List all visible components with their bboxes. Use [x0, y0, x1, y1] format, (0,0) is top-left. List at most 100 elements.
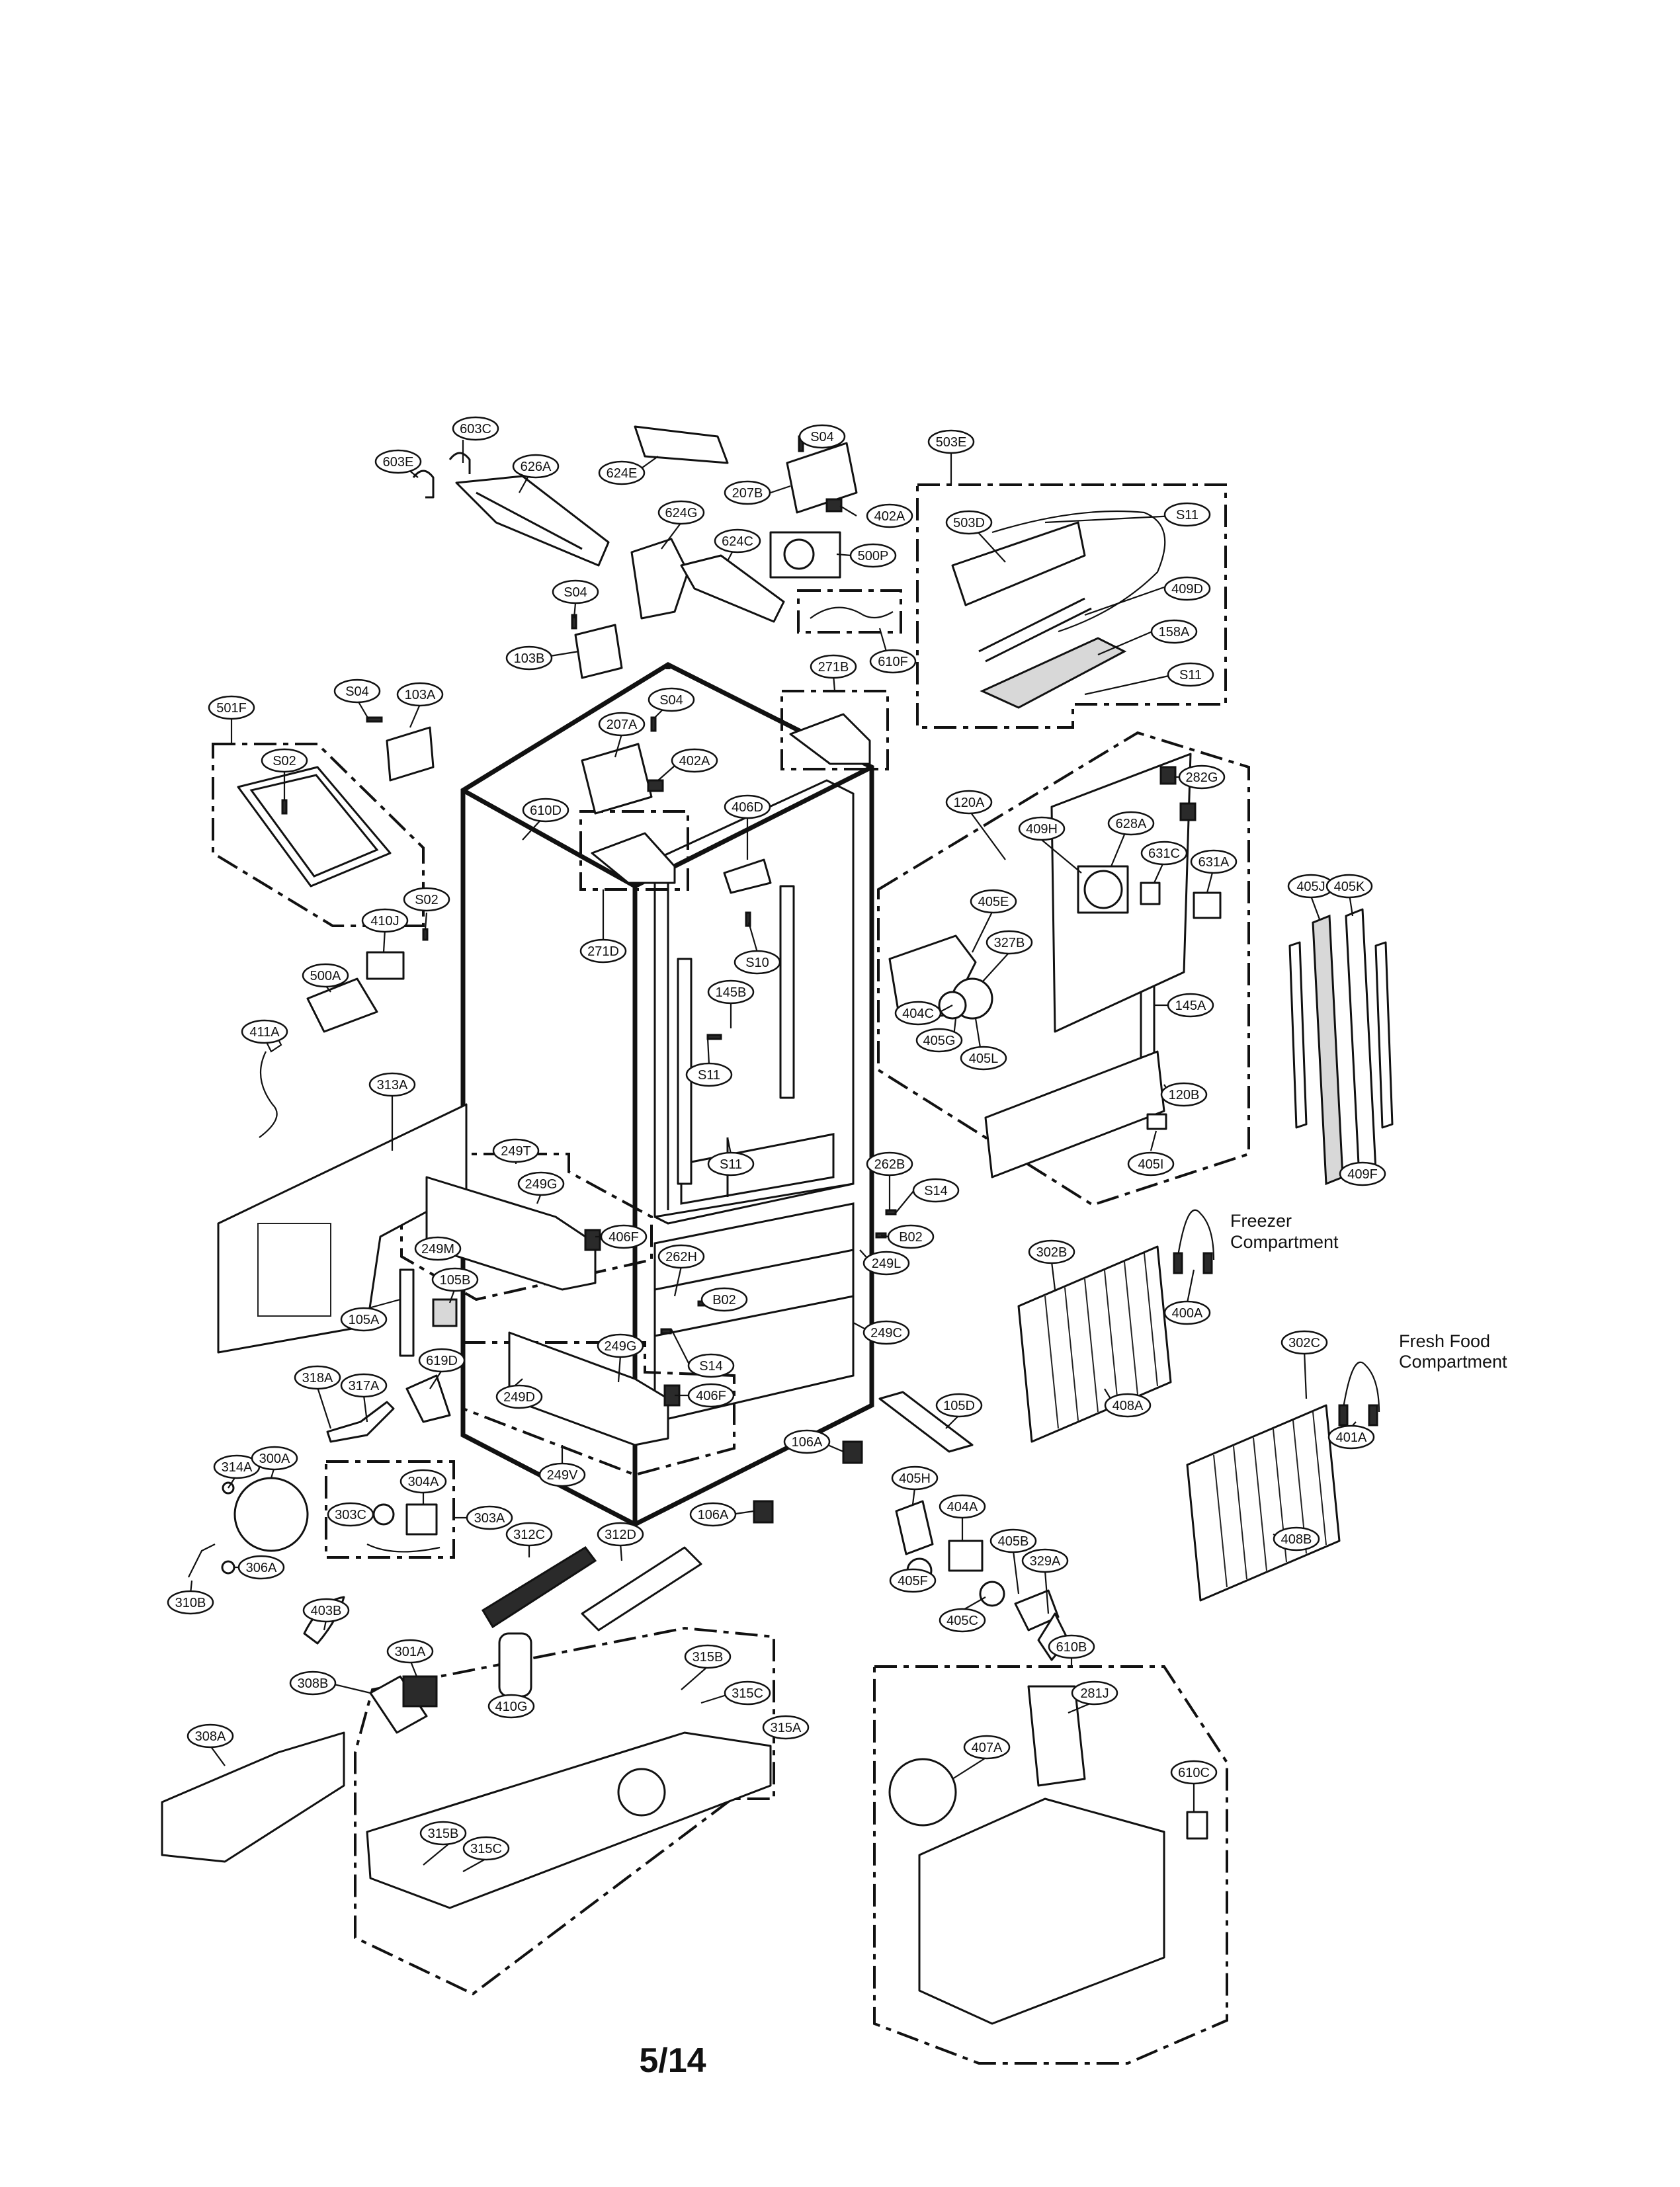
callout-249d: 249D — [495, 1384, 543, 1409]
compartment-notes: Freezer Compartment Fresh Food Compartme… — [1230, 1211, 1507, 1372]
callout-302c: 302C — [1281, 1330, 1328, 1355]
callout-312d: 312D — [597, 1522, 644, 1547]
callout-bubble — [986, 930, 1033, 955]
part-106a-front — [842, 1440, 863, 1464]
callout-label: 106A — [792, 1435, 823, 1450]
part-405c — [979, 1581, 1005, 1607]
callout-105a: 105A — [340, 1307, 388, 1332]
callout-624e: 624E — [598, 460, 646, 485]
callout-317a: 317A — [340, 1373, 388, 1398]
callout-bubble — [208, 695, 255, 720]
callout-bubble — [1107, 811, 1155, 836]
callout-label: 626A — [521, 460, 552, 474]
callout-s02: S02 — [403, 887, 450, 912]
callout-b02: B02 — [887, 1224, 935, 1249]
part-626a — [455, 475, 610, 567]
parts-artwork — [161, 425, 1394, 2025]
callout-bubble — [963, 1735, 1011, 1760]
callout-249v: 249V — [538, 1462, 586, 1487]
callout-bubble — [597, 1522, 644, 1547]
callout-bubble — [302, 1598, 350, 1623]
callout-405g: 405G — [915, 1028, 963, 1053]
callout-bubble — [522, 798, 569, 823]
part-310b — [188, 1544, 216, 1578]
callout-bubble — [302, 963, 349, 988]
callout-271b: 271B — [810, 654, 857, 679]
callout-label: 249T — [501, 1144, 531, 1159]
part-405i — [1146, 1113, 1167, 1130]
callout-402a: 402A — [866, 503, 913, 528]
callout-label: 405I — [1138, 1157, 1164, 1172]
part-145a-inner — [779, 885, 795, 1099]
callout-301a: 301A — [386, 1639, 434, 1664]
callout-406d: 406D — [724, 794, 771, 819]
callout-500a: 500A — [302, 963, 349, 988]
callout-label: S02 — [273, 754, 296, 768]
callout-label: 105D — [943, 1399, 975, 1413]
callout-bubble — [512, 454, 560, 479]
part-105d — [878, 1391, 974, 1453]
callout-bubble — [1163, 1300, 1211, 1325]
callout-label: 405K — [1334, 880, 1365, 894]
callout-103b: 103B — [505, 645, 553, 671]
callout-bubble — [927, 429, 975, 454]
callout-249m: 249M — [414, 1236, 462, 1261]
callout-bubble — [648, 687, 695, 712]
callout-404a: 404A — [939, 1494, 986, 1519]
callout-bubble — [462, 1836, 510, 1861]
callout-bubble — [340, 1373, 388, 1398]
callout-619d: 619D — [418, 1348, 466, 1373]
callout-label: S04 — [659, 693, 683, 708]
callout-bubble — [689, 1502, 737, 1527]
part-105b — [432, 1298, 458, 1327]
callout-318a: 318A — [294, 1365, 341, 1390]
callout-label: 310B — [175, 1596, 206, 1610]
callout-bubble — [187, 1723, 234, 1749]
callout-label: 610F — [878, 655, 908, 669]
callout-407a: 407A — [963, 1735, 1011, 1760]
callout-label: B02 — [899, 1230, 923, 1245]
callout-label: 624G — [665, 506, 698, 520]
callout-bubble — [657, 500, 705, 525]
callout-label: 405C — [946, 1614, 978, 1628]
part-120b — [984, 1050, 1165, 1178]
callout-249c: 249C — [862, 1320, 910, 1345]
callout-bubble — [598, 712, 646, 737]
callout-label: 249C — [870, 1326, 902, 1341]
callout-bubble — [1104, 1393, 1152, 1418]
callout-405i: 405I — [1127, 1151, 1175, 1176]
part-302c — [1186, 1404, 1341, 1602]
callout-105b: 105B — [431, 1267, 479, 1292]
callout-315a: 315A — [762, 1715, 810, 1740]
callout-603e: 603E — [374, 449, 422, 474]
callout-bubble — [889, 1568, 937, 1593]
callout-label: S04 — [810, 430, 834, 444]
callout-bubble — [887, 1224, 935, 1249]
part-500p — [769, 531, 841, 579]
callout-label: 308A — [195, 1729, 226, 1744]
callout-label: 624C — [722, 534, 753, 549]
callout-405k: 405K — [1325, 874, 1373, 899]
callout-label: 303C — [335, 1508, 366, 1522]
callout-bubble — [241, 1019, 288, 1044]
note-fresh-food-line2: Compartment — [1399, 1352, 1507, 1372]
callout-bubble — [862, 1251, 910, 1276]
part-158a — [980, 637, 1127, 709]
callout-label: 249M — [421, 1242, 454, 1257]
callout-624g: 624G — [657, 500, 705, 525]
callout-label: 318A — [302, 1371, 333, 1385]
callout-bubble — [1327, 1424, 1375, 1450]
callout-label: 409F — [1347, 1167, 1378, 1182]
callout-bubble — [374, 449, 422, 474]
callout-bubble — [399, 1469, 447, 1494]
callout-bubble — [340, 1307, 388, 1332]
callout-207a: 207A — [598, 712, 646, 737]
callout-bubble — [687, 1383, 735, 1408]
note-fresh-food-line1: Fresh Food — [1399, 1331, 1490, 1351]
callout-label: 406F — [609, 1230, 639, 1245]
callout-label: 262H — [665, 1250, 697, 1264]
part-610f — [810, 606, 894, 619]
callout-label: 249G — [525, 1177, 558, 1192]
part-619d — [405, 1374, 451, 1423]
